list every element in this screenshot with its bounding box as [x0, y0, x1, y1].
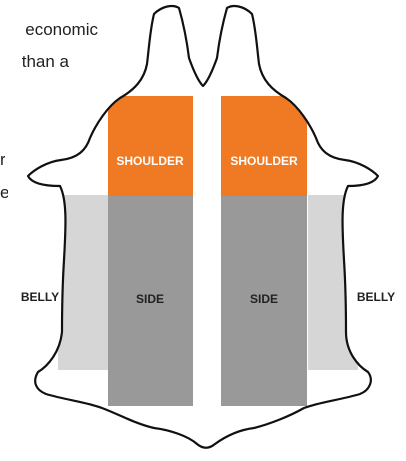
side-left-label: SIDE: [136, 292, 164, 306]
belly-left-label: BELLY: [21, 290, 59, 304]
belly-right-label: BELLY: [357, 290, 395, 304]
shoulder-right-label: SHOULDER: [230, 154, 298, 168]
side-right-label: SIDE: [250, 292, 278, 306]
shoulder-left-region: [108, 96, 193, 196]
shoulder-right-region: [221, 96, 307, 196]
shoulder-left-label: SHOULDER: [116, 154, 184, 168]
hide-regions: [58, 96, 358, 406]
belly-right-region: [308, 195, 358, 370]
